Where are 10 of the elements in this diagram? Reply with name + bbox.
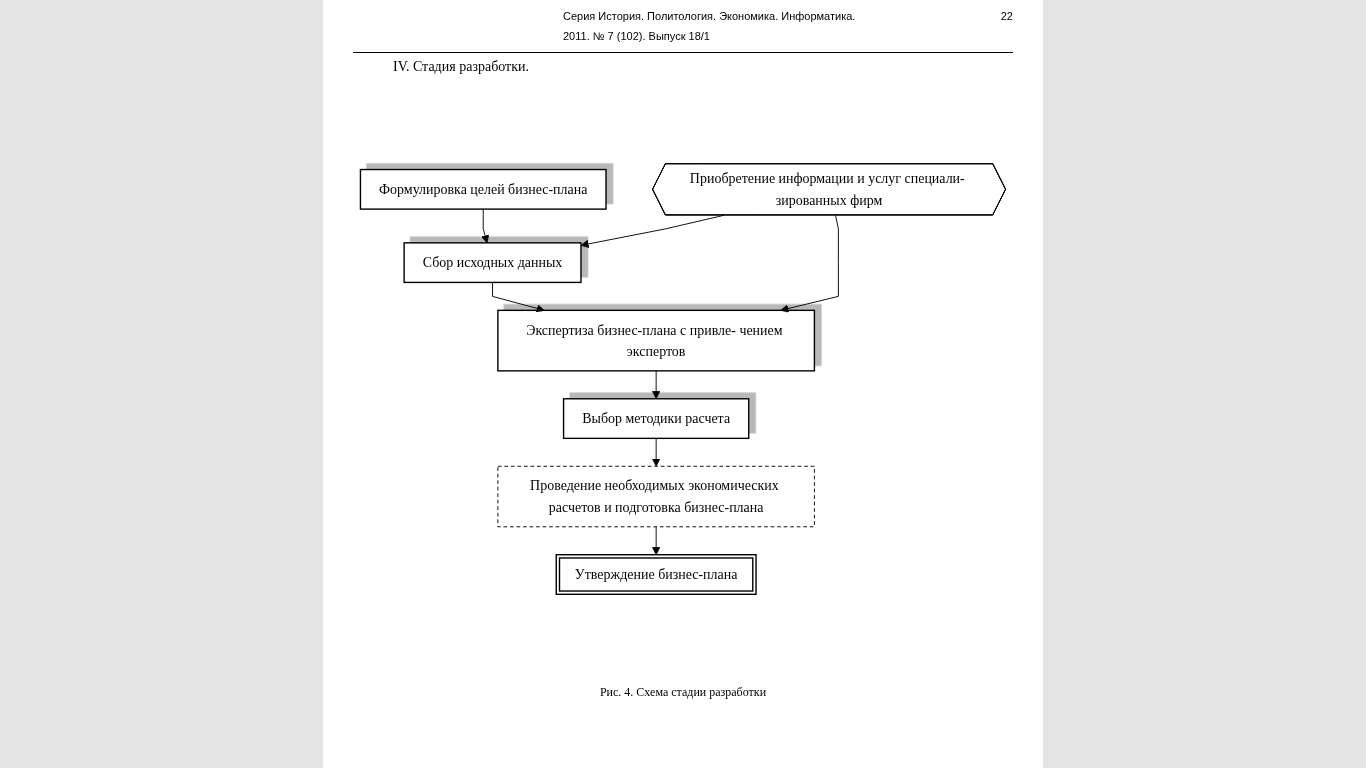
node-box: Выбор методики расчета — [562, 398, 750, 440]
section-title: IV. Стадия разработки. — [393, 59, 529, 75]
node-box: Формулировка целей бизнес-плана — [359, 168, 607, 210]
header-text: Серия История. Политология. Экономика. Информатика. — [563, 10, 856, 22]
node-box: Проведение необходимых экономических расчетов и подготовка бизнес-плана — [497, 465, 815, 528]
page-number: 22 — [1000, 10, 1013, 22]
figure-caption: Рис. 4. Схема стадии разработки — [599, 685, 767, 700]
header-text: 2011. № 7 (102). Выпуск 18/1 — [563, 30, 710, 42]
node-box: Экспертиза бизнес-плана с привле- чением экспертов — [497, 309, 816, 372]
node-box: Сбор исходных данных — [403, 242, 582, 284]
